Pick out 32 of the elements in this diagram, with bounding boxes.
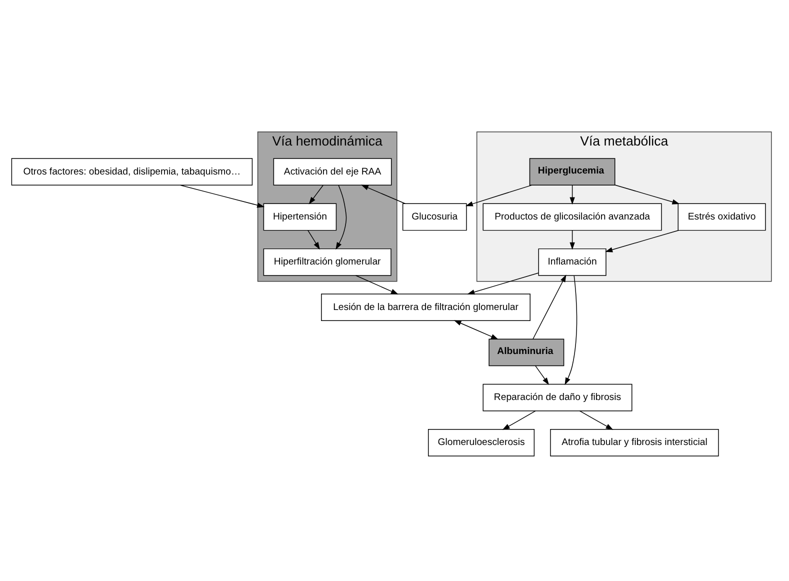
arrow [361,184,406,204]
arrow [454,320,498,340]
node-box: Inflamación [538,248,606,276]
arrow [502,410,536,430]
node-box: Hipertensión [263,202,337,230]
arrow [535,364,550,384]
arrow [532,274,566,339]
node-box: Hiperfiltración glomerular [263,248,392,276]
node-box: Glucosuria [402,202,467,230]
node-box: Lesión de la barrera de filtración glomerular [321,293,530,320]
node-box: Hiperglucemia [529,158,616,186]
arrow [570,230,575,250]
arrow [570,184,575,204]
arrow [180,184,265,208]
arrow [605,230,679,252]
arrow [308,230,320,250]
node-box: Atrofia tubular y fibrosis intersticial [550,428,719,456]
node-box: Productos de glicosilación avanzada [482,202,662,230]
arrow [308,184,324,204]
arrow [467,272,539,294]
node-box: Glomeruloesclerosis [428,428,535,456]
node-box: Reparación de daño y fibrosis [482,383,632,411]
arrow [336,184,347,250]
node-box: Activación del eje RAA [273,158,392,186]
node-box: Estrés oxidativo [678,202,766,230]
node-box: Albuminuria [488,338,564,366]
arrow [614,184,680,204]
arrow [355,274,398,294]
arrow [466,184,532,206]
node-box: Otros factores: obesidad, dislipemia, tabaquismo… [11,158,253,186]
arrow [579,410,614,430]
arrow [564,274,578,384]
